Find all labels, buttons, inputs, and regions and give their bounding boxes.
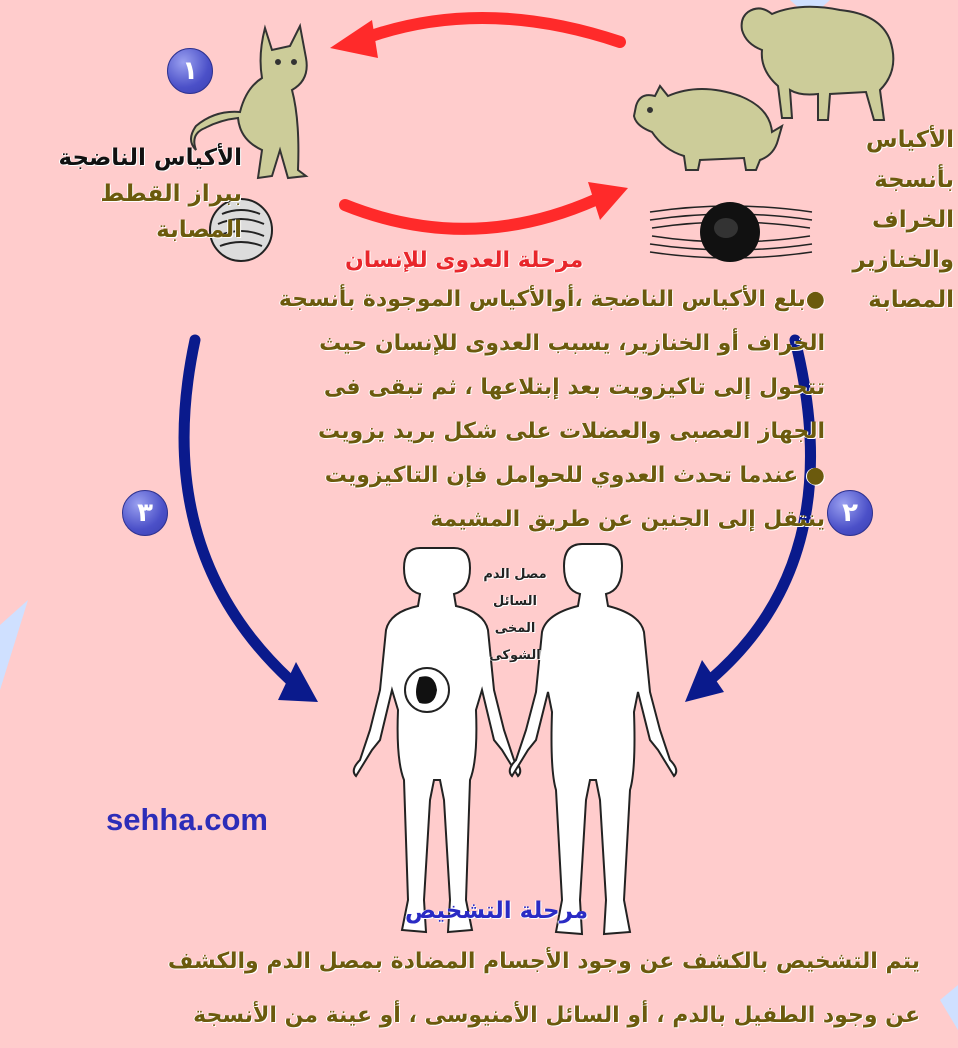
fluids-label-line: المخى	[480, 615, 550, 642]
red-arrow-bottom	[345, 200, 595, 229]
animal-cyst-label-line: الأكياس	[842, 120, 954, 160]
red-arrow-bottom-head	[588, 182, 628, 220]
animal-cyst-label-line: الخراف	[842, 200, 954, 240]
cat-cyst-label-line: الأكياس الناضجة	[12, 140, 242, 176]
cat-cyst-label-line: ببراز القطط	[12, 176, 242, 212]
infection-text-line: ● عندما تحدث العدوي للحوامل فإن التاكيزو…	[205, 454, 825, 498]
tissue-cyst-illustration	[650, 202, 812, 262]
animal-cyst-label-line: والخنازير	[842, 240, 954, 280]
cat-cyst-label: الأكياس الناضجة ببراز القطط المصابة	[12, 140, 242, 248]
diagnosis-stage-text: يتم التشخيص بالكشف عن وجود الأجسام المضا…	[40, 935, 920, 1043]
infection-stage-text: ●بلع الأكياس الناضجة ،أوالأكياس الموجودة…	[205, 278, 825, 542]
infection-text-line: ينتقل إلى الجنين عن طريق المشيمة	[205, 498, 825, 542]
diagnosis-stage-title: مرحلة التشخيص	[405, 898, 588, 924]
step-3-badge: ٣	[122, 490, 168, 536]
red-arrow-top	[360, 18, 620, 42]
diagnosis-text-line: عن وجود الطفيل بالدم ، أو السائل الأمنيو…	[40, 989, 920, 1043]
infection-text-line: تتحول إلى تاكيزويت بعد إبتلاعها ، ثم تبق…	[205, 366, 825, 410]
animal-cyst-label: الأكياس بأنسجة الخراف والخنازير المصابة	[842, 120, 954, 320]
animal-cyst-label-line: المصابة	[842, 280, 954, 320]
animal-cyst-label-line: بأنسجة	[842, 160, 954, 200]
diagnosis-text-line: يتم التشخيص بالكشف عن وجود الأجسام المضا…	[40, 935, 920, 989]
fluids-label: مصل الدم السائل المخى الشوكى	[480, 561, 550, 669]
infection-text-line: الجهاز العصبى والعضلات على شكل بريد يزوي…	[205, 410, 825, 454]
infection-text-line: الخراف أو الخنازير، يسبب العدوى للإنسان …	[205, 322, 825, 366]
fluids-label-line: السائل	[480, 588, 550, 615]
infection-stage-title: مرحلة العدوى للإنسان	[345, 248, 583, 273]
pig-illustration	[634, 86, 782, 170]
corner-decoration	[0, 600, 28, 690]
fluids-label-line: مصل الدم	[480, 561, 550, 588]
red-arrow-top-head	[330, 20, 378, 58]
sheep-illustration	[742, 7, 894, 120]
corner-decoration	[940, 985, 958, 1030]
infection-text-line: ●بلع الأكياس الناضجة ،أوالأكياس الموجودة…	[205, 278, 825, 322]
site-name: sehha.com	[106, 802, 268, 838]
fluids-label-line: الشوكى	[480, 642, 550, 669]
cat-cyst-label-line: المصابة	[12, 212, 242, 248]
step-2-badge: ٢	[827, 490, 873, 536]
step-1-badge: ١	[167, 48, 213, 94]
